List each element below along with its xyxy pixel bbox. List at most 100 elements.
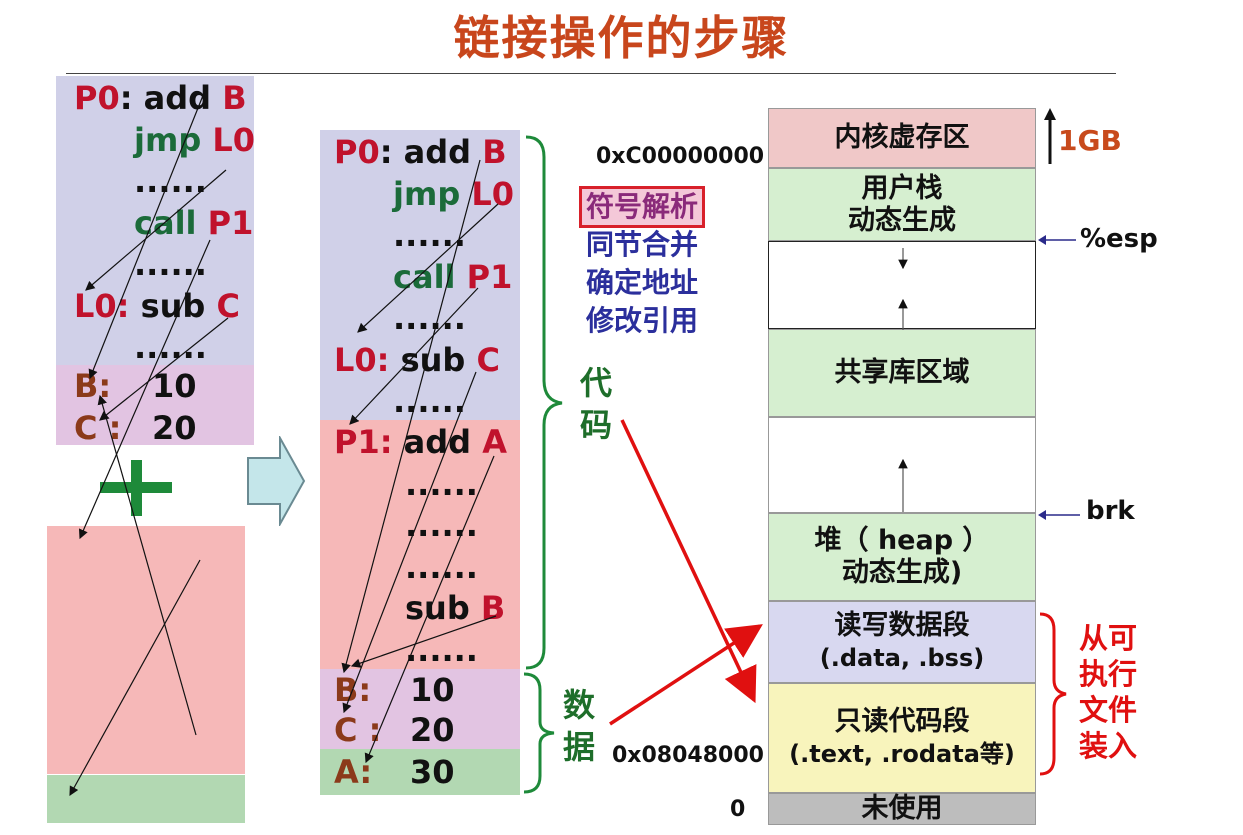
memory-region — [768, 241, 1036, 329]
code-brace-icon — [525, 135, 563, 670]
step-item: 修改引用 — [586, 304, 699, 337]
data-brace-icon — [523, 672, 555, 794]
code-label: P0 — [334, 133, 380, 171]
loaded-from-executable-label: 从可执行文件装入 — [1078, 621, 1137, 763]
memory-region: 只读代码段 (.text, .rodata等) — [768, 683, 1036, 793]
code-instruction: ...... — [134, 162, 207, 200]
module-p0-code-block — [56, 76, 254, 365]
memory-region: 读写数据段(.data, .bss) — [768, 601, 1036, 683]
code-instruction: jmp — [393, 174, 472, 213]
code-to-text-arrow — [620, 419, 757, 704]
kernel-start-address: 0xC00000000 — [596, 144, 765, 169]
code-operand: B — [222, 79, 247, 117]
merged-a-data-block — [320, 749, 520, 795]
data-value: 10 — [410, 671, 455, 709]
code-operand: C — [216, 286, 240, 325]
title-divider — [66, 73, 1116, 74]
ref-arrow — [88, 87, 207, 380]
code-operand: A — [482, 423, 507, 461]
module-a-data-block — [47, 775, 245, 823]
zero-address: 0 — [730, 797, 746, 822]
plus-sign — [100, 460, 172, 516]
brk-pointer-icon — [1038, 510, 1080, 520]
data-label: C : — [74, 409, 122, 447]
up-arrow-icon — [1044, 108, 1056, 164]
code-line: ...... — [405, 632, 478, 668]
code-instruction: ...... — [134, 328, 207, 366]
esp-pointer-icon — [1038, 235, 1076, 245]
code-line: call P1 — [393, 259, 512, 295]
memory-region-label: 用户栈 — [861, 172, 943, 204]
ref-arrow — [350, 615, 497, 668]
ref-arrow — [357, 203, 499, 333]
module-p1-code-block — [47, 526, 245, 774]
merge-arrow-icon — [247, 436, 306, 526]
code-instruction: : add — [379, 133, 483, 171]
ref-arrow — [78, 239, 211, 540]
ref-arrow — [349, 287, 479, 425]
code-line: L0: sub C — [74, 288, 240, 324]
data-entry: C : 20 — [74, 409, 197, 447]
memory-region-label: 动态生成) — [841, 557, 963, 588]
code-instruction: sub — [405, 589, 481, 627]
code-start-address: 0x08048000 — [612, 743, 764, 768]
steps-list: 同节合并 确定地址 修改引用 — [586, 226, 698, 340]
brk-label: brk — [1086, 496, 1135, 526]
kernel-size-label: 1GB — [1058, 124, 1122, 157]
memory-region-label: 读写数据段 — [834, 610, 970, 641]
ref-arrow — [341, 159, 481, 674]
ref-arrow — [99, 317, 229, 421]
code-line: P0: add B — [334, 134, 507, 170]
ref-arrow — [97, 394, 197, 736]
merged-bc-data-block — [320, 669, 520, 749]
code-label: 代码 — [580, 364, 613, 444]
memory-region-label: 只读代码段 — [834, 706, 970, 737]
page-title: 链接操作的步骤 — [453, 11, 790, 65]
memory-region: 未使用 — [768, 793, 1036, 825]
code-operand: P1 — [207, 203, 254, 242]
data-entry: B:10 — [334, 672, 455, 708]
data-value: 10 — [152, 367, 197, 405]
data-to-data-segment-arrow — [609, 624, 763, 726]
code-instruction: ...... — [393, 216, 466, 254]
code-line: ...... — [405, 466, 478, 502]
code-label: L0: — [74, 286, 130, 325]
data-entry: C : 20 — [334, 711, 455, 749]
memory-region: 共享库区域 — [768, 329, 1036, 417]
ref-arrow — [364, 455, 495, 764]
code-instruction: ...... — [405, 630, 478, 669]
code-label: L0: — [334, 340, 390, 379]
code-instruction: add — [392, 423, 483, 461]
code-operand: B — [482, 133, 507, 171]
loaded-brace-icon — [1039, 612, 1067, 776]
step-item: 同节合并 — [586, 228, 699, 261]
memory-region: 内核虚存区 — [768, 108, 1036, 168]
code-operand: C — [476, 340, 500, 379]
ref-arrow — [342, 371, 477, 714]
code-line: P1: add A — [334, 424, 507, 460]
memory-region-label: (.text, .rodata等) — [789, 740, 1015, 768]
code-instruction: ...... — [393, 299, 466, 337]
code-instruction: ...... — [405, 464, 478, 503]
code-line: ...... — [393, 383, 466, 419]
code-line: ...... — [134, 163, 207, 199]
code-line: jmp L0 — [393, 176, 514, 212]
memory-region-label: 内核虚存区 — [834, 122, 970, 153]
step-item: 确定地址 — [586, 266, 699, 299]
code-instruction: call — [393, 257, 467, 296]
code-instruction: sub — [129, 286, 217, 325]
code-label: P1: — [334, 423, 393, 461]
memory-region-label: 未使用 — [861, 793, 943, 824]
data-label: C : — [334, 711, 382, 749]
code-label: P0 — [74, 79, 120, 117]
ref-arrow — [85, 169, 227, 291]
code-operand: L0 — [212, 120, 256, 159]
data-label: 数据 — [563, 686, 596, 766]
code-operand: L0 — [471, 174, 515, 213]
data-value: 20 — [410, 711, 455, 749]
code-line: ...... — [393, 300, 466, 336]
data-value: 20 — [152, 409, 197, 447]
esp-label: %esp — [1080, 224, 1158, 254]
merged-p1-block — [320, 420, 520, 669]
